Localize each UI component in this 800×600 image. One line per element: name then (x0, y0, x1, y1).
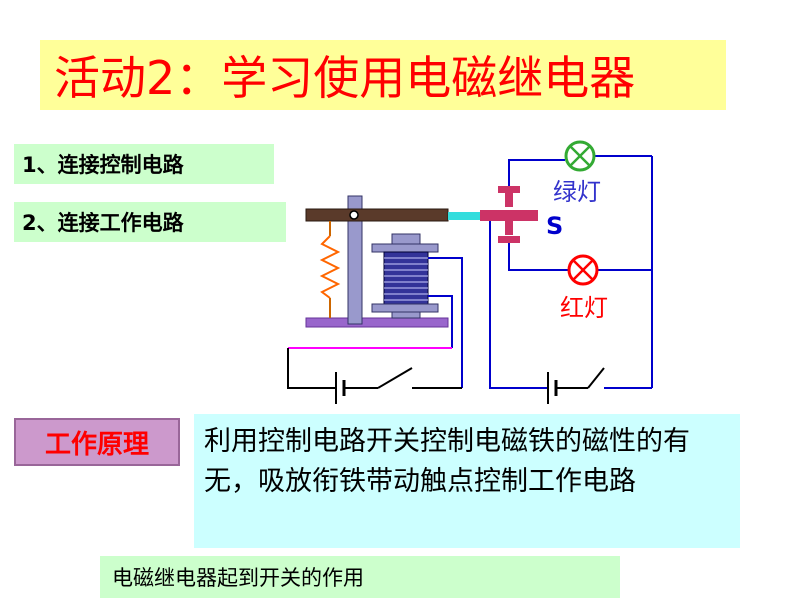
contact-arm (448, 212, 482, 220)
control-switch (377, 367, 413, 389)
principle-description: 利用控制电路开关控制电磁铁的磁性的有无，吸放衔铁带动触点控制工作电路 (194, 414, 740, 548)
working-switch (587, 367, 605, 389)
step-label: 2、连接工作电路 (22, 211, 184, 235)
step-connect-control-circuit: 1、连接控制电路 (14, 144, 274, 184)
step-label: 1、连接控制电路 (22, 153, 184, 177)
principle-label-text: 工作原理 (44, 429, 149, 460)
red-lamp-icon (567, 254, 599, 286)
core-bottom-cap (371, 303, 439, 313)
upper-contact (498, 186, 520, 193)
pivot-pin (349, 210, 359, 220)
pivot-post (347, 195, 363, 325)
working-circuit-wire-upper (508, 159, 565, 186)
title-banner: 活动2：学习使用电磁继电器 (40, 40, 726, 110)
page-title: 活动2：学习使用电磁继电器 (54, 51, 636, 105)
green-lamp-icon (564, 140, 596, 172)
electromagnet-coil (383, 251, 429, 305)
moving-contact (480, 210, 538, 221)
armature (305, 208, 449, 222)
lower-contact (498, 236, 520, 243)
red-lamp-label: 红灯 (560, 294, 608, 322)
spring (319, 235, 341, 299)
step-connect-working-circuit: 2、连接工作电路 (14, 202, 286, 242)
switch-label: S (546, 212, 563, 240)
control-circuit-wire (287, 348, 336, 389)
principle-description-text: 利用控制电路开关控制电磁铁的磁性的有无，吸放衔铁带动触点控制工作电路 (204, 426, 690, 497)
core-top-cap (371, 243, 439, 253)
principle-label: 工作原理 (14, 418, 180, 466)
green-lamp-label: 绿灯 (553, 178, 601, 206)
working-circuit-wire-lower (508, 243, 568, 271)
summary-note: 电磁继电器起到开关的作用 (100, 556, 620, 598)
summary-text: 电磁继电器起到开关的作用 (112, 566, 364, 590)
relay-base (305, 317, 449, 328)
